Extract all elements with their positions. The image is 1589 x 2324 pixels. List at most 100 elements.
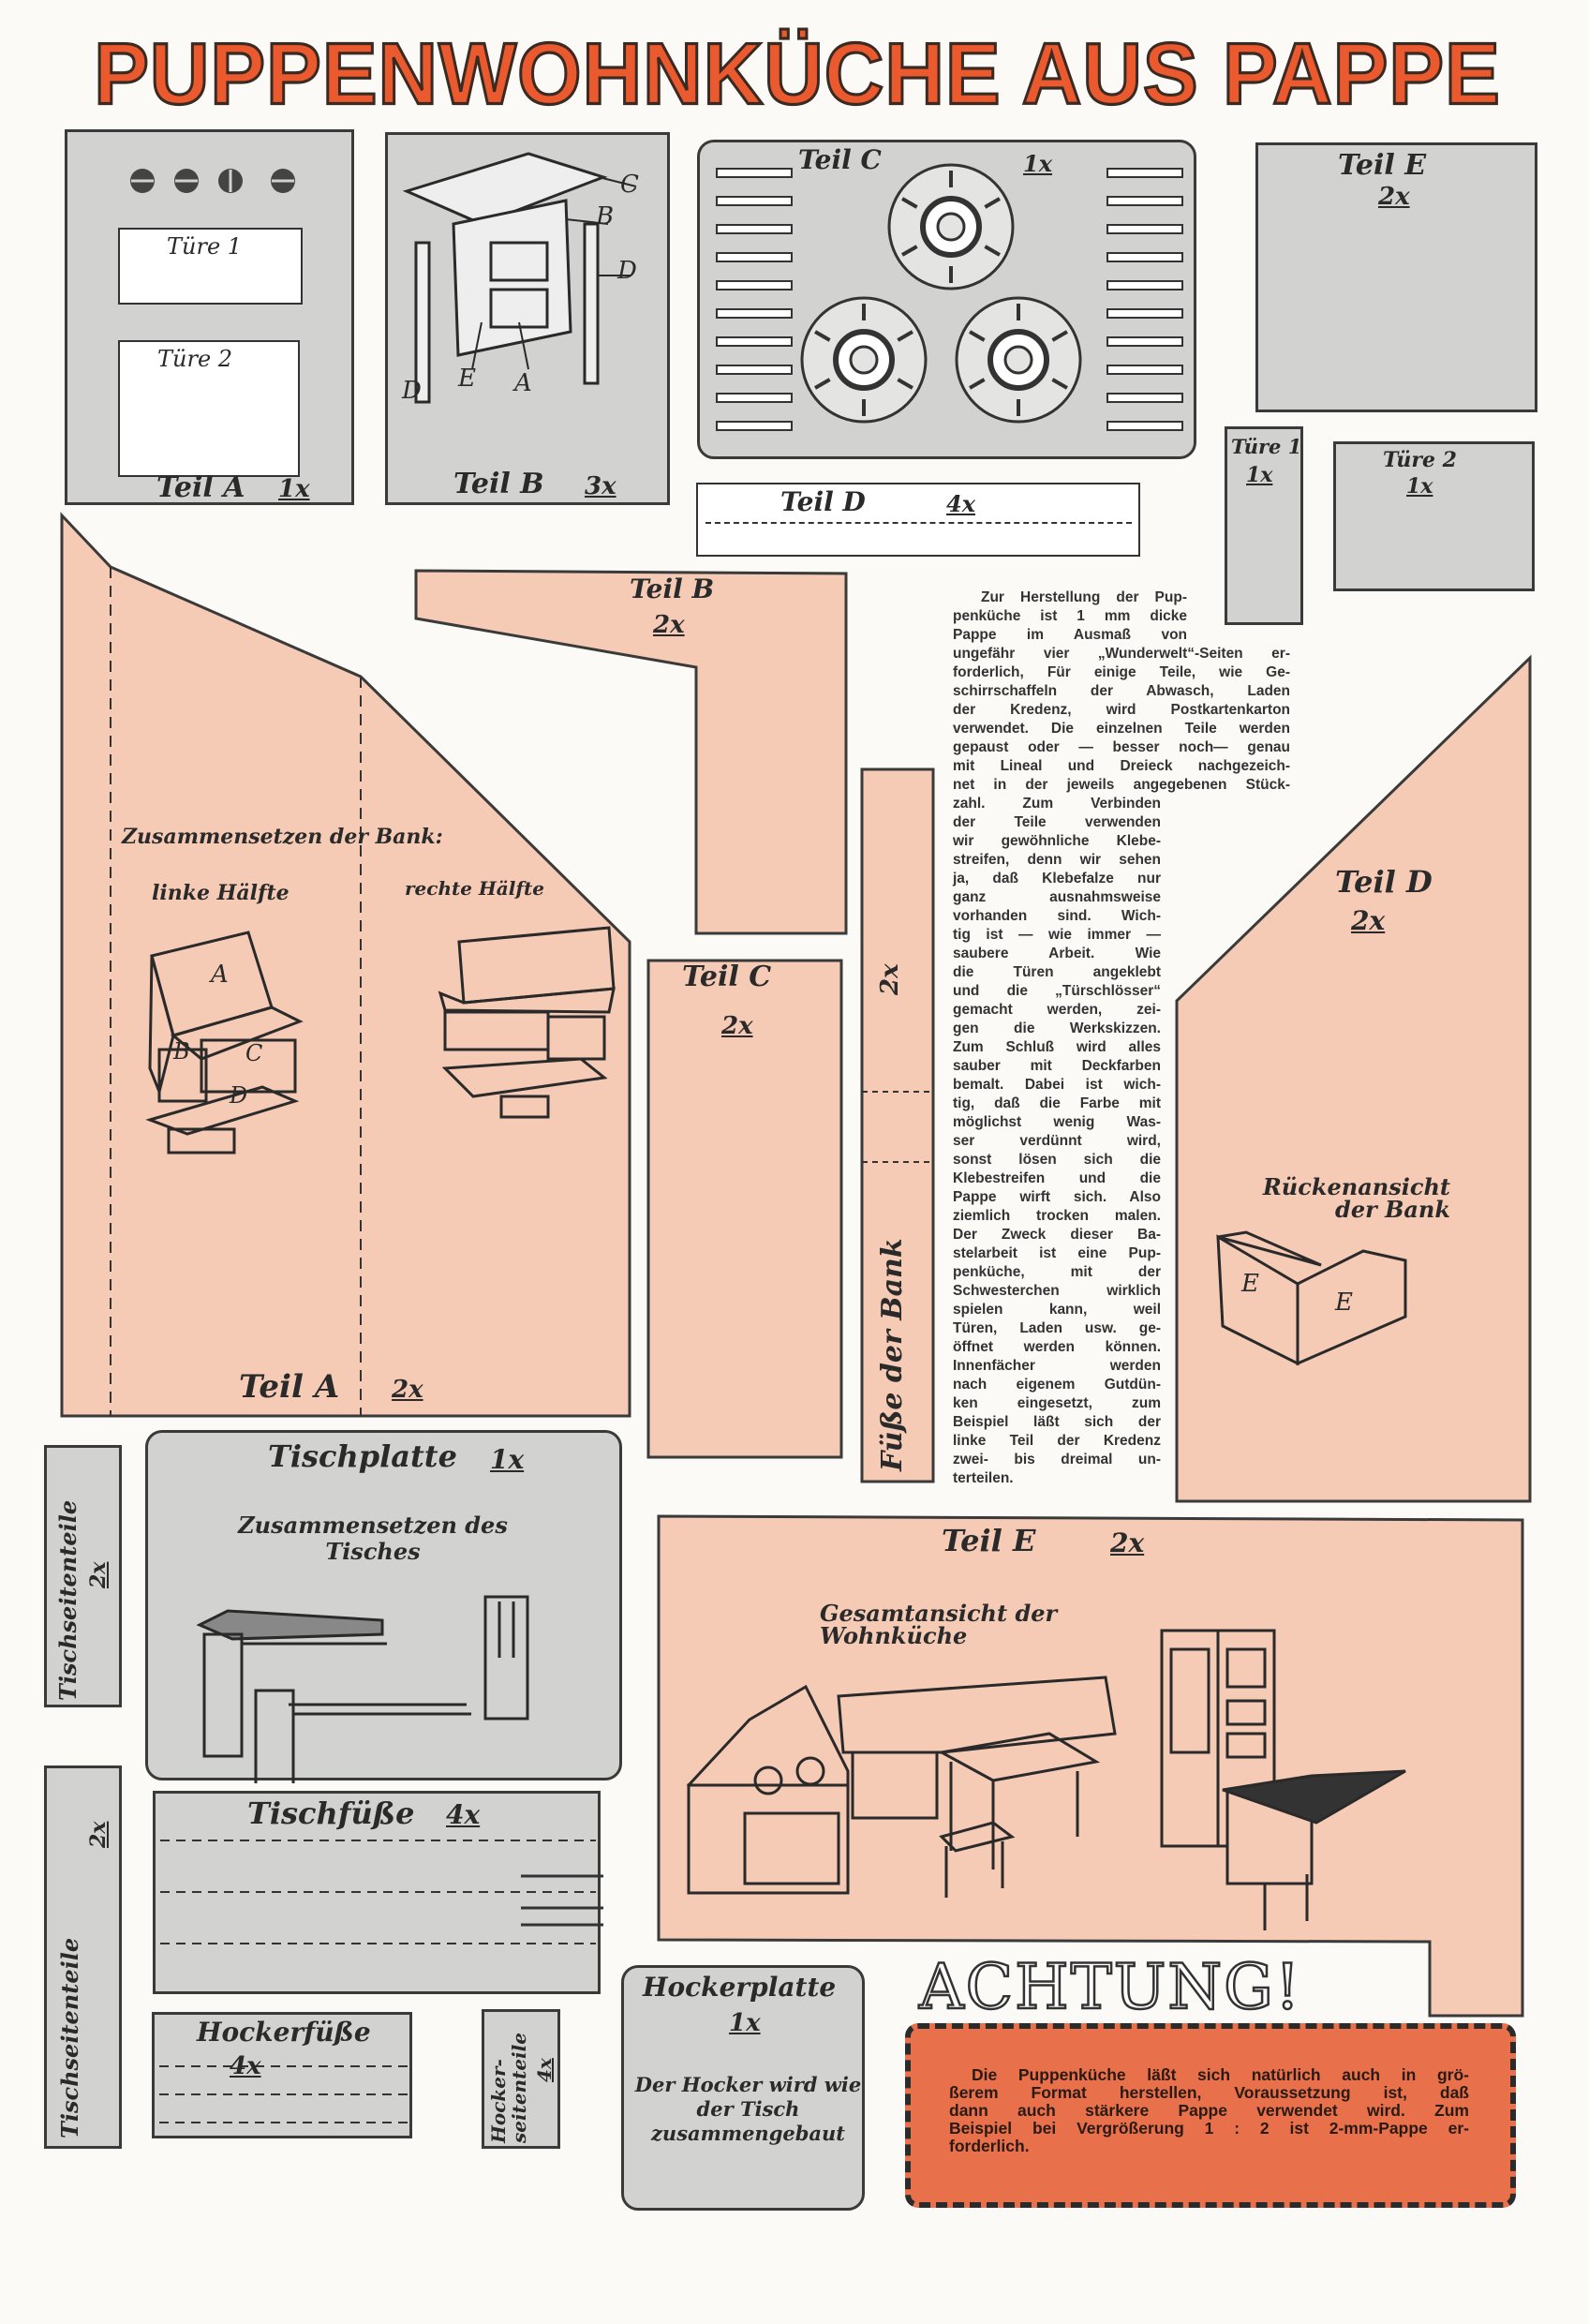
knobs-icon xyxy=(130,169,295,193)
tischplatte-panel: Tischplatte 1x Zusammensetzen des Tische… xyxy=(145,1430,622,1783)
part-label: Teil D xyxy=(780,486,866,517)
teil-a-panel: Türe 1 Türe 2 Teil A 1x xyxy=(65,129,354,505)
burner-spoke xyxy=(969,378,986,390)
page-title: PUPPENWOHNKÜCHE AUS PAPPE xyxy=(93,23,1502,124)
door-2-outline: Türe 2 xyxy=(118,340,300,477)
part-count: 4x xyxy=(446,1799,481,1830)
letter-label: D xyxy=(402,377,422,405)
warning-line: forderlich. xyxy=(949,2137,1030,2155)
pink-teil-b-shape xyxy=(414,569,848,935)
text-line: tig, daß die Farbe mit xyxy=(953,1095,1161,1111)
part-label: Tischplatte xyxy=(268,1438,457,1474)
part-count: 3x xyxy=(585,472,616,500)
text-line: sonst lösen sich die xyxy=(953,1152,1161,1168)
burner-spoke xyxy=(814,330,831,342)
text-line: gen die Werkskizzen. xyxy=(953,1020,1161,1036)
letter-label: D xyxy=(230,1082,248,1109)
burner-spoke xyxy=(901,197,918,209)
text-line: öffnet werden können. xyxy=(953,1339,1161,1355)
hockerfuesse-panel: Hockerfüße 4x xyxy=(152,2012,412,2138)
letter-label: A xyxy=(211,961,229,989)
burner-spoke xyxy=(897,378,913,390)
warning-line: Beispiel bei Vergrößerung 1 : 2 ist 2-mm… xyxy=(949,2119,1469,2138)
text-line: Innenfächer werden xyxy=(953,1358,1161,1374)
cooktop-drawing xyxy=(716,163,1183,431)
part-label: Teil C xyxy=(682,961,772,993)
text-line: Schwesterchen wirklich xyxy=(953,1283,1161,1299)
part-label: Türe 2 xyxy=(1383,448,1457,472)
teil-c-panel: Teil C 1x xyxy=(697,140,1196,459)
teil-b-panel: C B D D E A Teil B 3x xyxy=(385,132,670,505)
part-count: 4x xyxy=(230,2052,261,2080)
vent-slot xyxy=(1106,336,1183,347)
hockerseitenteile-panel: Hocker-seitenteile 4x xyxy=(482,2009,560,2149)
pink-teil-a-shape xyxy=(60,512,631,1418)
part-count: 1x xyxy=(1406,474,1433,499)
vent-slot xyxy=(1106,224,1183,234)
burner-spoke xyxy=(897,330,913,342)
text-line: ganz ausnahmsweise xyxy=(953,889,1161,905)
hockerplatte-panel: Hockerplatte 1x Der Hocker wird wie der … xyxy=(621,1965,865,2211)
burner-center xyxy=(1003,345,1033,375)
part-count: 2x xyxy=(392,1376,423,1404)
burner-spoke xyxy=(1051,378,1068,390)
part-label: Teil E xyxy=(942,1523,1036,1558)
teil-d-strip: Teil D 4x xyxy=(696,483,1140,557)
text-line: Pappe wirft sich. Also xyxy=(953,1189,1161,1205)
table-assembly-caption: Zusammensetzen des Tisches xyxy=(238,1512,508,1565)
text-line: net in der jeweils angegebenen Stück- xyxy=(953,777,1290,793)
vent-slot xyxy=(716,252,793,262)
letter-label: B xyxy=(173,1038,190,1065)
text-line: bemalt. Dabei ist wich- xyxy=(953,1077,1161,1093)
part-label: Teil B xyxy=(453,468,544,500)
vent-slot xyxy=(1106,365,1183,375)
burner-spoke xyxy=(901,245,918,257)
vent-slot xyxy=(716,168,793,178)
vent-slot xyxy=(716,421,793,431)
part-label: Teil C xyxy=(798,144,882,175)
part-label: Teil B xyxy=(630,574,715,604)
part-count: 4x xyxy=(946,490,976,517)
part-label: Türe 1 xyxy=(1231,435,1302,458)
letter-label: A xyxy=(514,369,532,397)
text-line: penküche ist 1 mm dicke xyxy=(953,608,1187,624)
part-label: Teil A xyxy=(239,1368,340,1406)
part-label: Tischfüße xyxy=(247,1795,415,1831)
stool-caption: Der Hocker wird wie der Tisch zusammenge… xyxy=(634,2073,862,2145)
text-line: Beispiel läßt sich der xyxy=(953,1414,1161,1430)
warning-line: Die Puppenküche läßt sich natürlich auch… xyxy=(972,2065,1469,2084)
text-line: terteilen. xyxy=(953,1470,1014,1486)
text-line: spielen kann, weil xyxy=(953,1302,1161,1318)
warning-box xyxy=(905,2023,1516,2208)
part-count: 2x xyxy=(1110,1527,1145,1558)
bench-caption: Zusammensetzen der Bank: xyxy=(122,825,443,849)
text-line: forderlich, Für einige Teile, wie Ge- xyxy=(953,664,1290,680)
part-count: 2x xyxy=(721,1012,753,1040)
bench-caption-left: linke Hälfte xyxy=(152,881,290,905)
text-line: streifen, denn wir sehen xyxy=(953,852,1161,868)
part-label: Hockerplatte xyxy=(643,1972,837,2003)
vent-slot xyxy=(716,280,793,290)
text-line: verwendet. Die einzelnen Teile werden xyxy=(953,721,1290,737)
part-count: 2x xyxy=(86,1561,111,1588)
letter-label: E xyxy=(458,365,476,393)
door-1-label: Türe 1 xyxy=(167,233,243,260)
warning-heading: ACHTUNG! xyxy=(918,1950,1302,2025)
text-line: Der Zweck dieser Ba- xyxy=(953,1227,1161,1243)
tischfuesse-panel: Tischfüße 4x xyxy=(153,1791,603,1994)
vent-slot xyxy=(1106,168,1183,178)
text-line: der Kredenz, wird Postkartenkarton xyxy=(953,702,1290,718)
text-line: zwei- bis dreimal un- xyxy=(953,1452,1161,1467)
part-count: 2x xyxy=(1351,905,1386,936)
warning-text: Die Puppenküche läßt sich natürlich auch… xyxy=(949,2066,1469,2155)
instructions-text: Zur Herstellung der Pup-penküche ist 1 m… xyxy=(953,588,1290,1488)
part-count: 2x xyxy=(86,1821,111,1848)
text-line: Zum Schluß wird alles xyxy=(953,1039,1161,1055)
letter-label: B xyxy=(596,202,615,231)
pink-teil-e-shape xyxy=(657,1514,1524,2018)
letter-label: D xyxy=(617,257,637,285)
vent-slot xyxy=(1106,308,1183,319)
letter-label: C xyxy=(620,171,639,199)
text-line: vorhanden sind. Wich- xyxy=(953,908,1161,924)
text-line: saubere Arbeit. Wie xyxy=(953,946,1161,961)
